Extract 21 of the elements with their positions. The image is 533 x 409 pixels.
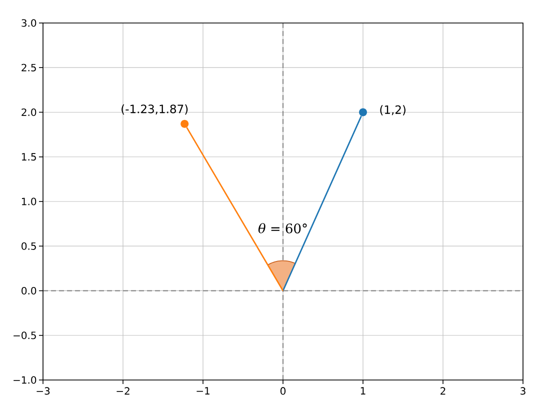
tick-label: −0.5 [14, 332, 36, 340]
tick-label: 1.0 [22, 198, 36, 206]
point-label: (1,2) [380, 105, 406, 116]
tick-label: 2.5 [22, 64, 36, 72]
tick-label: 1.5 [22, 153, 36, 161]
data-point [359, 108, 367, 116]
tick-label: 3 [520, 387, 526, 395]
tick-label: 2 [440, 387, 446, 395]
tick-label: 0.0 [22, 286, 36, 295]
data-point [180, 120, 189, 128]
point-label: (-1.23,1.87) [122, 104, 188, 115]
tick-label: −2 [116, 387, 130, 395]
tick-label: 3.0 [22, 19, 36, 27]
tick-label: 2.0 [22, 108, 36, 116]
tick-label: 0.5 [22, 242, 36, 250]
tick-label: 1 [360, 387, 366, 394]
tick-label: −1.0 [14, 376, 36, 384]
tick-label: 0 [280, 387, 286, 395]
tick-label: −3 [36, 387, 50, 395]
angle-label: θ = 60° [258, 223, 307, 234]
tick-label: −1 [196, 387, 210, 394]
